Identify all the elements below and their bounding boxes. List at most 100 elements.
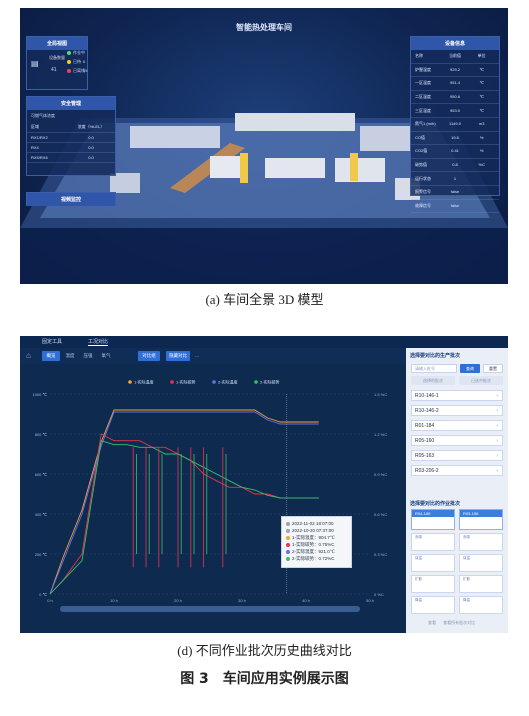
tab-pressure[interactable]: 压强	[83, 353, 93, 358]
video-card-title: 视频监控	[27, 193, 115, 206]
clipboard-icon: ▤	[31, 59, 39, 68]
batch-list-item[interactable]: R05-163›	[411, 450, 503, 461]
op-step-card[interactable]: 扩散	[459, 575, 503, 593]
op-step-card[interactable]: 渗碳	[411, 533, 455, 551]
safety-row-cell: RX4	[31, 145, 39, 150]
legend-offline-value: 15	[83, 68, 88, 73]
op-step-label: 扩散	[415, 577, 422, 581]
device-row-cell: m3	[478, 121, 485, 127]
op-step-card[interactable]: 降温	[459, 596, 503, 614]
device-row-cell: 953.0	[450, 107, 461, 113]
batch-search-button[interactable]: 查询	[460, 364, 480, 373]
tab-oxygen[interactable]: 氧气	[101, 353, 111, 358]
batch-label: R01-184	[415, 422, 435, 429]
footer-view[interactable]: 查看	[428, 620, 436, 625]
op-step-card[interactable]: 扩散	[411, 575, 455, 593]
safety-row-cell: 0.0	[88, 155, 94, 160]
device-row-cell: 炉膛温度	[415, 66, 431, 72]
y-tick-label-left: 400 ℃	[35, 512, 48, 517]
home-icon[interactable]: ⌂	[26, 351, 31, 360]
tooltip-s1-cp: 1-实际碳势：0.75%C	[286, 541, 347, 548]
tab-temperature[interactable]: 温度	[65, 353, 75, 358]
selectable-batches-button[interactable]: 选择的批次	[411, 376, 455, 385]
tab-overview[interactable]: 概览	[42, 351, 60, 361]
overview-card-title: 全局视图	[27, 37, 87, 50]
batch-label: R05-160	[415, 437, 435, 444]
device-row: 炉膛温度 929.2 ℃	[411, 64, 499, 78]
time-scrollbar[interactable]	[60, 606, 360, 612]
y-tick-label-right: 1.2 %C	[374, 432, 387, 437]
op-card-1[interactable]: R04-189	[411, 509, 455, 530]
series-line-4	[49, 440, 319, 595]
safety-row-cell: RX1/RX2	[31, 135, 48, 140]
op-step-label: 保温	[463, 556, 470, 560]
y-tick-label-left: 600 ℃	[35, 472, 48, 477]
status-working-icon	[67, 50, 71, 55]
device-row-cell: 一区温度	[415, 80, 431, 86]
top-nav-bar: 固定工具 工况对比	[20, 336, 508, 348]
device-row-cell: ℃	[479, 66, 484, 72]
batch-list-item[interactable]: R10-146-2›	[411, 405, 503, 416]
device-row-cell: 0.41	[451, 148, 459, 154]
device-row-cell: 929.2	[450, 66, 461, 72]
legend-waiting: 已待	[73, 59, 81, 64]
video-card[interactable]: 视频监控	[26, 192, 116, 206]
x-tick-label: 0 h	[47, 598, 53, 603]
y-tick-label-left: 0 ℃	[39, 592, 47, 597]
footer-view-all[interactable]: 查看所有批次对比	[443, 620, 476, 625]
tooltip-time-1: 2022-11-02 18:07:00	[286, 520, 347, 527]
history-curve-app: 固定工具 工况对比 ⌂ 概览 温度 压强 氧气 对比组 隐藏对比 ··· 100…	[20, 336, 508, 633]
device-row-cell: 1	[453, 175, 457, 181]
batch-list-item[interactable]: R05-160›	[411, 435, 503, 446]
device-row-cell	[468, 189, 495, 195]
op-step-label: 渗碳	[463, 535, 470, 539]
y-tick-label-right: 1.5 %C	[374, 392, 387, 397]
clock-icon	[286, 528, 290, 533]
device-header-row-cell: 当前值	[449, 53, 461, 59]
batch-search-input[interactable]: 请输入批号	[411, 364, 457, 373]
device-row-cell: ℃	[479, 107, 484, 113]
selected-batches-button[interactable]: 已选中批次	[459, 376, 503, 385]
device-row-cell: 19.6	[451, 134, 459, 140]
device-header-row: 名称当前值单位	[411, 50, 499, 64]
safety-row-cell: RX5/RX6	[31, 155, 48, 160]
legend-waiting-value: 6	[83, 59, 86, 64]
legend-swatch	[170, 380, 174, 384]
op-step-label: 渗碳	[415, 535, 422, 539]
nav-fixed-tools[interactable]: 固定工具	[42, 339, 63, 345]
batch-list-item[interactable]: R03-206-2›	[411, 465, 503, 476]
x-tick-label: 50 h	[366, 598, 374, 603]
op-step-card[interactable]: 保温	[411, 554, 455, 572]
x-tick-label: 40 h	[302, 598, 310, 603]
device-header-row-cell: 名称	[415, 53, 423, 59]
legend-swatch	[128, 380, 132, 384]
workshop-3d-panel: 智能热处理车间 全局视图 设备数量 41 ▤ 作业中 已待 已离线 6 15 安…	[20, 8, 508, 284]
overview-card: 全局视图 设备数量 41 ▤ 作业中 已待 已离线 6 15	[26, 36, 88, 90]
series-line-3	[49, 411, 319, 595]
device-row-cell	[468, 203, 495, 209]
device-row-cell: 报警信号	[415, 189, 431, 195]
op-step-card[interactable]: 渗碳	[459, 533, 503, 551]
op-card-2[interactable]: R05-156	[459, 509, 503, 530]
hide-compare-button[interactable]: 隐藏对比	[166, 351, 190, 361]
op-card-1-title: R04-189	[412, 510, 454, 517]
op-step-card[interactable]: 降温	[411, 596, 455, 614]
batch-label: R05-163	[415, 452, 435, 459]
y-tick-label-right: 0.9 %C	[374, 472, 387, 477]
batch-reset-button[interactable]: 重置	[483, 364, 503, 373]
nav-compare[interactable]: 工况对比	[88, 339, 109, 346]
op-step-card[interactable]: 保温	[459, 554, 503, 572]
compare-group-button[interactable]: 对比组	[138, 351, 160, 361]
batch-list-item[interactable]: R10-146-1›	[411, 390, 503, 401]
more-icon[interactable]: ···	[194, 353, 200, 359]
batch-list-item[interactable]: R01-184›	[411, 420, 503, 431]
op-step-label: 扩散	[463, 577, 470, 581]
safety-row: RX5/RX6 0.0	[27, 153, 115, 163]
